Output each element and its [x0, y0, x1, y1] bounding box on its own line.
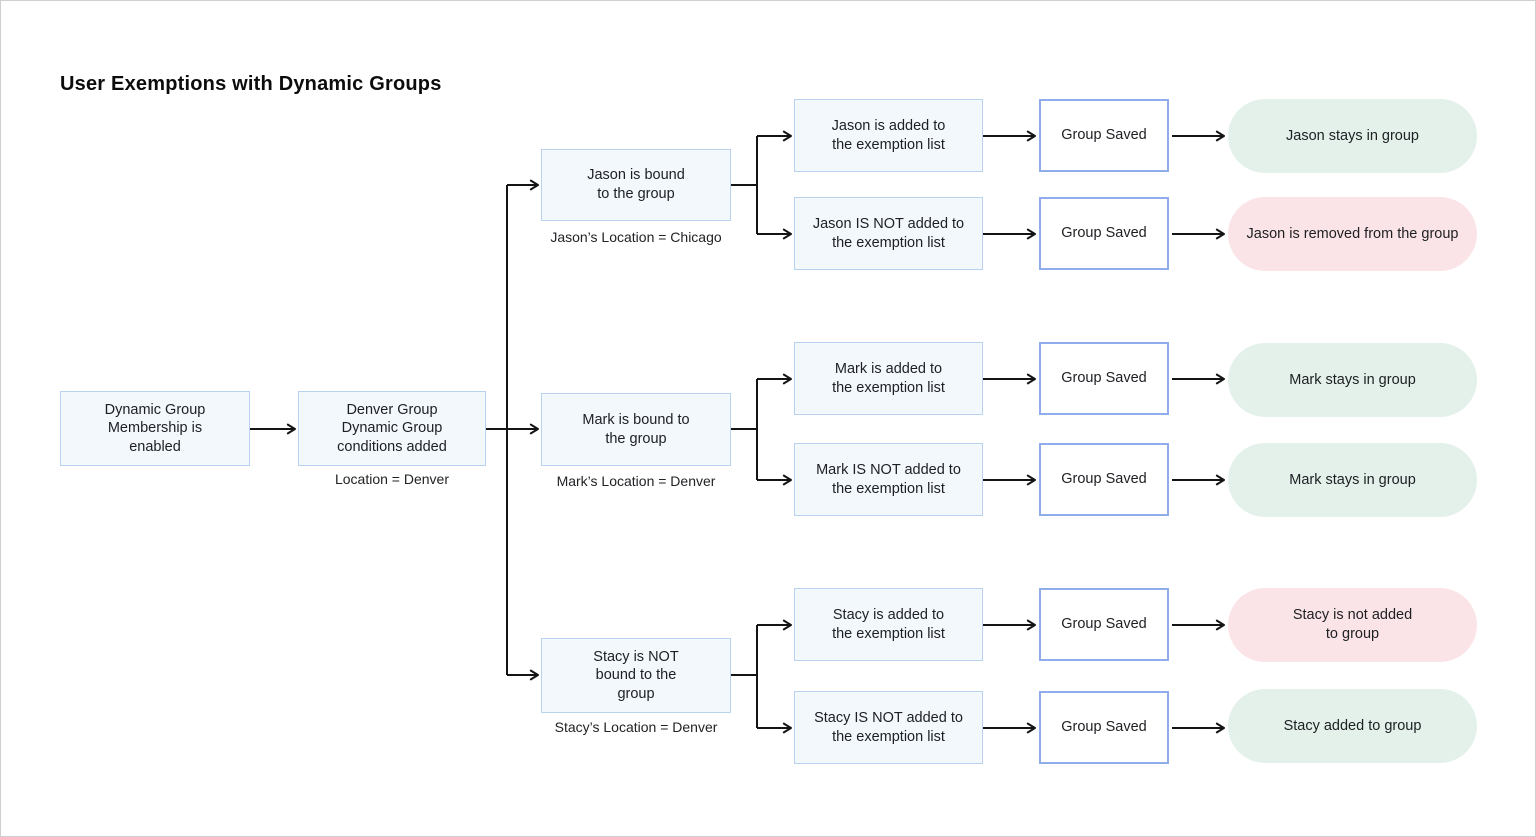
caption-stacy-location: Stacy’s Location = Denver — [554, 719, 718, 735]
caption-location-denver: Location = Denver — [334, 471, 450, 487]
node-group-saved-jason-2: Group Saved — [1039, 197, 1169, 270]
node-stacy-not-added: Stacy IS NOT added to the exemption list — [794, 691, 983, 764]
node-denver-conditions: Denver Group Dynamic Group conditions ad… — [298, 391, 486, 466]
outcome-jason-removed: Jason is removed from the group — [1228, 197, 1477, 271]
outcome-stacy-added: Stacy added to group — [1228, 689, 1477, 763]
outcome-stacy-not-added: Stacy is not added to group — [1228, 588, 1477, 662]
caption-mark-location: Mark’s Location = Denver — [556, 473, 716, 489]
node-stacy-added: Stacy is added to the exemption list — [794, 588, 983, 661]
arrow-group — [250, 130, 1225, 734]
node-jason-not-added: Jason IS NOT added to the exemption list — [794, 197, 983, 270]
node-mark-not-added: Mark IS NOT added to the exemption list — [794, 443, 983, 516]
node-group-saved-mark-2: Group Saved — [1039, 443, 1169, 516]
node-group-saved-jason-1: Group Saved — [1039, 99, 1169, 172]
node-mark-bound: Mark is bound to the group — [541, 393, 731, 466]
outcome-mark-stays-1: Mark stays in group — [1228, 343, 1477, 417]
node-jason-bound: Jason is bound to the group — [541, 149, 731, 221]
outcome-mark-stays-2: Mark stays in group — [1228, 443, 1477, 517]
node-group-saved-stacy-2: Group Saved — [1039, 691, 1169, 764]
node-mark-added: Mark is added to the exemption list — [794, 342, 983, 415]
node-group-saved-stacy-1: Group Saved — [1039, 588, 1169, 661]
outcome-jason-stays: Jason stays in group — [1228, 99, 1477, 173]
node-group-saved-mark-1: Group Saved — [1039, 342, 1169, 415]
node-jason-added: Jason is added to the exemption list — [794, 99, 983, 172]
node-stacy-not-bound: Stacy is NOT bound to the group — [541, 638, 731, 713]
caption-jason-location: Jason’s Location = Chicago — [550, 229, 722, 245]
node-dynamic-group-enabled: Dynamic Group Membership is enabled — [60, 391, 250, 466]
page-title: User Exemptions with Dynamic Groups — [60, 73, 442, 95]
